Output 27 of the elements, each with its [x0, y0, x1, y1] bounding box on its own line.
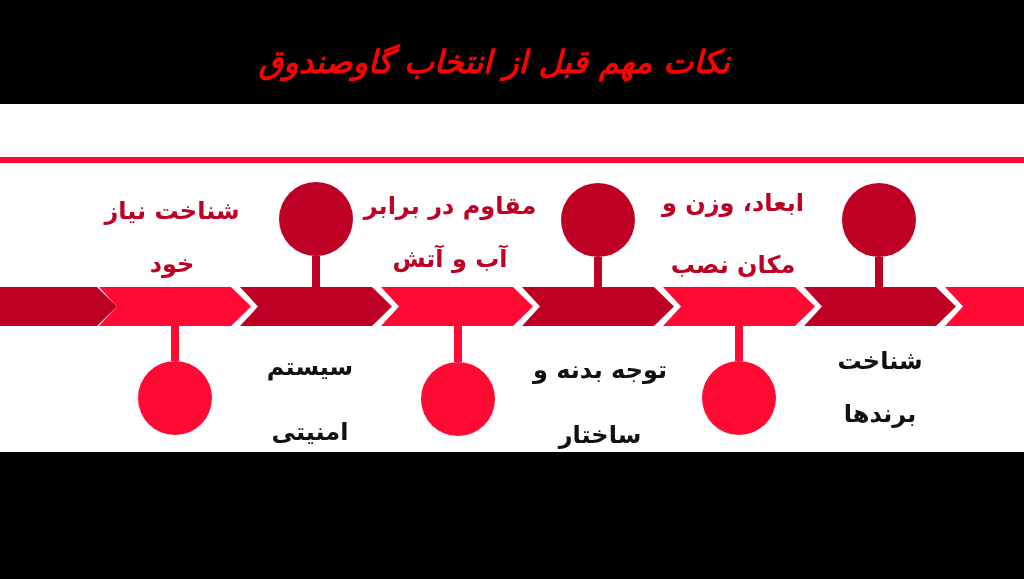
timeline-circle	[561, 183, 635, 257]
stem-line	[171, 326, 179, 361]
timeline-circle	[702, 361, 776, 435]
step-label: ابعاد، وزن و مکان نصب	[660, 188, 806, 281]
chevron-segment	[663, 287, 815, 326]
chevron-segment	[381, 287, 533, 326]
chevron-segment	[945, 287, 1024, 326]
timeline-circle	[421, 362, 495, 436]
timeline-circle	[842, 183, 916, 257]
step-label: شناخت نیاز خود	[103, 196, 241, 280]
step-label: مقاوم در برابر آب و آتش	[362, 191, 538, 275]
chevron-segment	[99, 287, 251, 326]
title: نکات مهم قبل از انتخاب گاوصندوق	[258, 42, 730, 84]
chevron-segment	[0, 287, 117, 326]
timeline-circle	[138, 361, 212, 435]
step-label: سیستم امنیتی	[265, 352, 355, 448]
chevron-segment	[240, 287, 392, 326]
stem-line	[312, 256, 320, 287]
chevron-segment	[522, 287, 674, 326]
stem-line	[454, 326, 462, 362]
stem-line	[735, 326, 743, 361]
stem-line	[594, 257, 602, 287]
timeline-circle	[279, 182, 353, 256]
step-label: توجه بدنه و ساختار	[532, 355, 668, 451]
step-label: شناخت برندها	[836, 346, 924, 430]
stem-line	[875, 257, 883, 287]
chevron-segment	[804, 287, 956, 326]
